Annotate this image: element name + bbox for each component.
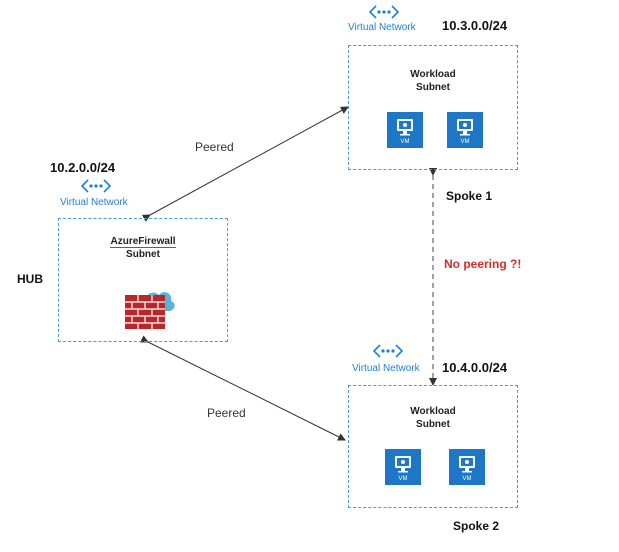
peering-line-hub-spoke2 bbox=[139, 335, 346, 441]
vm-icon bbox=[397, 119, 413, 136]
hub-vnet-label: Virtual Network bbox=[60, 197, 128, 208]
spoke2-label: Spoke 2 bbox=[453, 519, 500, 533]
spoke2-vnet-icon bbox=[352, 343, 424, 359]
hub-subnet-title: AzureFirewall Subnet bbox=[59, 235, 227, 261]
spoke2-subnet-line1: Workload bbox=[410, 406, 456, 417]
spoke2-vm-2[interactable]: VM bbox=[449, 449, 485, 485]
azure-firewall-icon[interactable] bbox=[123, 283, 177, 336]
peering-line-hub-spoke1 bbox=[141, 106, 349, 222]
hub-subnet-line2: Subnet bbox=[126, 249, 160, 260]
spoke1-vnet-box[interactable]: Workload Subnet VM VM bbox=[348, 45, 518, 170]
spoke1-subnet-title: Workload Subnet bbox=[349, 68, 517, 94]
hub-cidr: 10.2.0.0/24 bbox=[50, 160, 116, 175]
spoke1-vm-1[interactable]: VM bbox=[387, 112, 423, 148]
vm-icon bbox=[459, 456, 475, 473]
spoke2-vnet-label: Virtual Network bbox=[352, 363, 420, 374]
spoke1-label: Spoke 1 bbox=[446, 189, 493, 203]
spoke1-vnet-icon bbox=[348, 4, 420, 20]
peering-label-hub-spoke1: Peered bbox=[195, 140, 234, 154]
no-peering-label: No peering ?! bbox=[444, 257, 522, 271]
vm-label: VM bbox=[462, 476, 472, 482]
spoke1-subnet-line1: Workload bbox=[410, 69, 456, 80]
spoke2-cidr: 10.4.0.0/24 bbox=[442, 360, 508, 375]
spoke1-vm-2[interactable]: VM bbox=[447, 112, 483, 148]
spoke1-subnet-line2: Subnet bbox=[416, 82, 450, 93]
spoke2-vnet-box[interactable]: Workload Subnet VM VM bbox=[348, 385, 518, 508]
peering-label-hub-spoke2: Peered bbox=[207, 406, 246, 420]
vm-icon bbox=[395, 456, 411, 473]
spoke2-subnet-line2: Subnet bbox=[416, 419, 450, 430]
spoke2-vm-1[interactable]: VM bbox=[385, 449, 421, 485]
hub-vnet-icon bbox=[60, 178, 132, 194]
spoke1-cidr: 10.3.0.0/24 bbox=[442, 18, 508, 33]
hub-label: HUB bbox=[17, 272, 43, 286]
vm-label: VM bbox=[398, 476, 408, 482]
vm-icon bbox=[457, 119, 473, 136]
hub-subnet-line1: AzureFirewall bbox=[110, 236, 176, 248]
spoke2-subnet-title: Workload Subnet bbox=[349, 405, 517, 431]
vm-label: VM bbox=[400, 139, 410, 145]
hub-vnet-box[interactable]: AzureFirewall Subnet bbox=[58, 218, 228, 342]
vm-label: VM bbox=[460, 139, 470, 145]
spoke1-vnet-label: Virtual Network bbox=[348, 22, 416, 33]
